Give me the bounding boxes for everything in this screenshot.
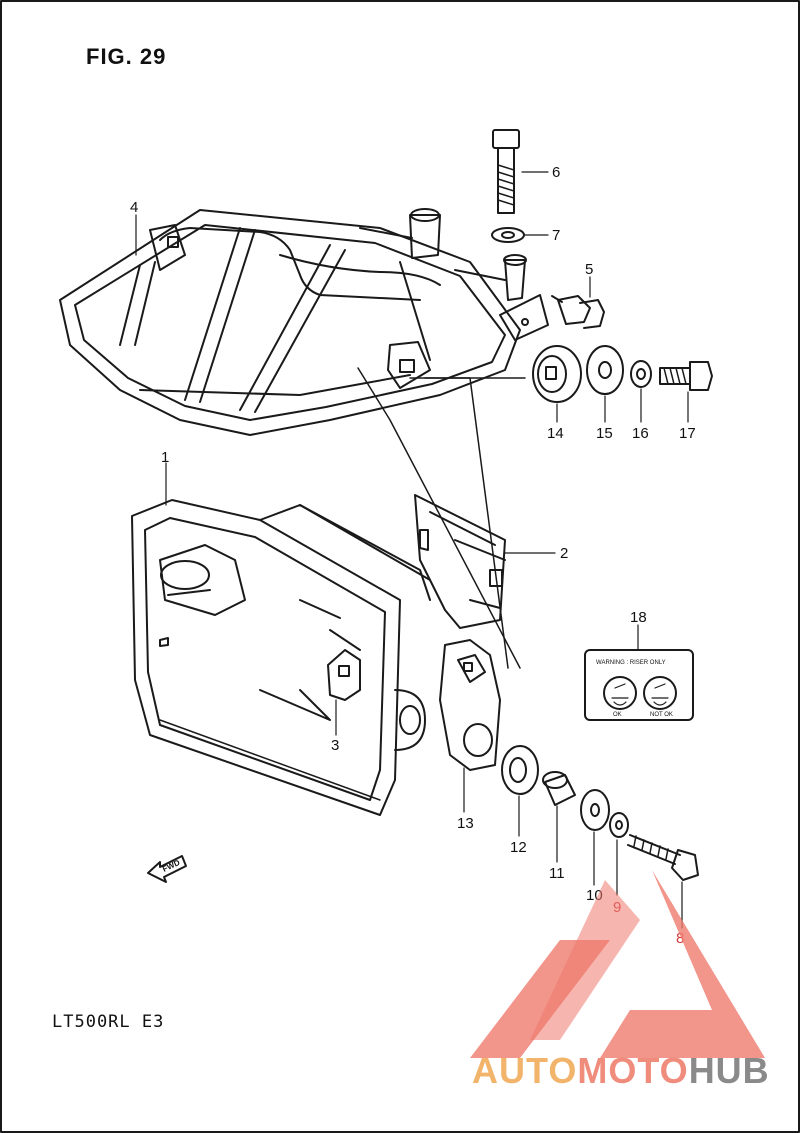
- callout-8: 8: [676, 930, 684, 947]
- bolt-part-17: [659, 361, 713, 391]
- washer-part-10: [580, 789, 610, 831]
- callout-5: 5: [585, 261, 593, 278]
- bracket-part-13: [439, 639, 501, 771]
- collar-part-11: [542, 771, 576, 806]
- fwd-arrow-icon: FWD: [147, 855, 187, 883]
- callout-6: 6: [552, 164, 560, 181]
- callout-15: 15: [596, 425, 613, 442]
- model-code: LT500RL E3: [52, 1012, 165, 1032]
- callout-17: 17: [679, 425, 696, 442]
- tab-part-3: [327, 649, 361, 701]
- decal-ok-caption: OK: [613, 712, 622, 718]
- callout-16: 16: [632, 425, 649, 442]
- callout-labels: 4 6 7 5 14 15 16 17 1 2 18 3 13 12 11 10…: [130, 164, 696, 947]
- watermark-part-auto: AUTO: [472, 1050, 578, 1091]
- decal-not-ok-caption: NOT OK: [650, 712, 673, 718]
- washer-part-9: [609, 812, 629, 838]
- decal-heading: WARNING : RISER ONLY: [596, 660, 666, 666]
- washer-part-15: [586, 345, 624, 395]
- callout-12: 12: [510, 839, 527, 856]
- bracket-part-2: [414, 494, 506, 629]
- callout-14: 14: [547, 425, 564, 442]
- callout-13: 13: [457, 815, 474, 832]
- callout-2: 2: [560, 545, 568, 562]
- leader-line: [424, 377, 509, 669]
- grommet-part-12: [501, 745, 539, 795]
- washer-part-16: [630, 360, 652, 388]
- figure-title: FIG. 29: [86, 44, 167, 69]
- warning-decal-part-18: WARNING : RISER ONLY OK NOT OK: [584, 649, 694, 721]
- callout-18: 18: [630, 609, 647, 626]
- callout-1: 1: [161, 449, 169, 466]
- bolt-part-8: [627, 834, 699, 881]
- headlight-guard-part-4: [59, 208, 549, 436]
- callout-4: 4: [130, 199, 138, 216]
- watermark-part-hub: HUB: [688, 1050, 770, 1091]
- automotohub-logo-icon: [470, 870, 765, 1058]
- callout-11: 11: [549, 865, 565, 882]
- callout-3: 3: [331, 737, 339, 754]
- callout-leaders: [135, 171, 689, 929]
- bolt-part-6: [492, 129, 520, 214]
- watermark-part-moto: MOTO: [577, 1050, 689, 1091]
- watermark-text: AUTOMOTOHUB: [472, 1050, 770, 1092]
- callout-7: 7: [552, 227, 560, 244]
- washer-part-7: [491, 227, 525, 243]
- grommet-part-14: [532, 345, 582, 403]
- bolt-part-5: [551, 295, 605, 329]
- leader-line: [357, 367, 521, 669]
- headlight-housing-part-1: [131, 499, 431, 816]
